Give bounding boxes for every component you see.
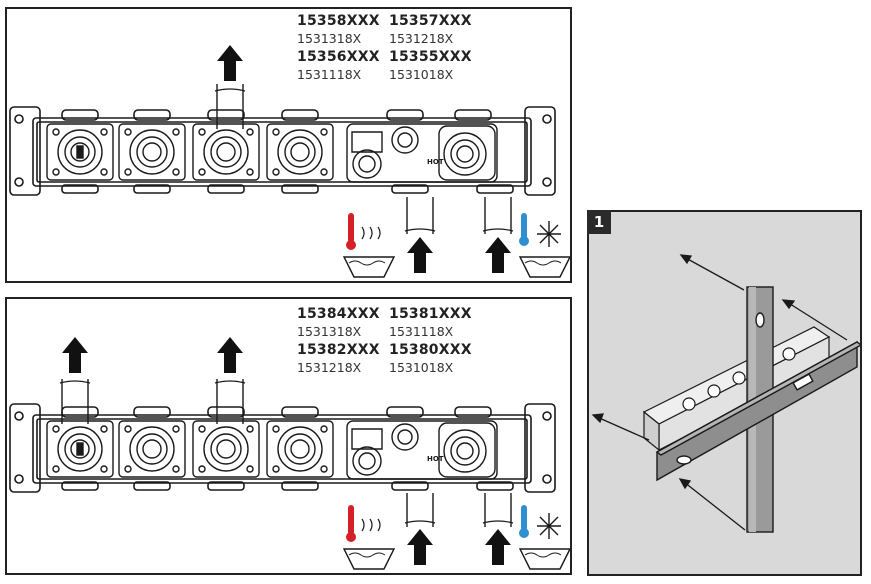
model-code: 15356XXX	[297, 49, 380, 65]
step-number-badge: 1	[587, 210, 611, 234]
hot-inlet-arrow-icon	[482, 197, 514, 273]
cold-water-icon	[518, 505, 570, 570]
model-code: 15381XXX	[389, 306, 472, 322]
installation-step-panel: 1	[587, 210, 862, 576]
hot-label: HOT	[427, 158, 444, 166]
model-code: 15380XXX	[389, 342, 472, 358]
hot-water-icon	[342, 505, 396, 570]
model-code: 15357XXX	[389, 13, 472, 29]
hot-water-icon	[342, 213, 396, 278]
outlet-arrow-icon	[214, 337, 246, 424]
direction-arrows	[591, 254, 848, 531]
valve-body: HOT	[9, 106, 556, 196]
outlet-arrow-icon	[214, 45, 246, 129]
part-code: 1531118X	[389, 324, 454, 339]
cold-water-icon	[518, 213, 570, 278]
hot-label: HOT	[427, 455, 444, 463]
part-code: 1531018X	[389, 360, 454, 375]
model-code: 15355XXX	[389, 49, 472, 65]
model-code: 15358XXX	[297, 13, 380, 29]
hot-inlet-arrow-icon	[482, 493, 514, 565]
part-code: 1531318X	[297, 324, 362, 339]
part-code: 1531218X	[297, 360, 362, 375]
cold-inlet-arrow-icon	[404, 197, 436, 273]
outlet-arrow-icon	[59, 337, 91, 424]
valve-body: HOT	[9, 403, 556, 493]
model-code: 15384XXX	[297, 306, 380, 322]
valve-body-drawing: HOT	[9, 45, 570, 278]
part-code: 1531018X	[389, 67, 454, 82]
model-code: 15382XXX	[297, 342, 380, 358]
part-code: 1531318X	[297, 31, 362, 46]
level-installation-drawing	[591, 254, 860, 533]
part-code: 1531118X	[297, 67, 362, 82]
valve-body-drawing: HOT	[9, 337, 570, 570]
part-code: 1531218X	[389, 31, 454, 46]
diagram-panel-bottom: 15384XXX 1531318X 15382XXX 1531218X 1538…	[5, 297, 572, 575]
diagram-panel-top: 15358XXX 1531318X 15356XXX 1531118X 1535…	[5, 7, 572, 283]
horizontal-spirit-level	[655, 340, 860, 482]
cold-inlet-arrow-icon	[404, 493, 436, 565]
